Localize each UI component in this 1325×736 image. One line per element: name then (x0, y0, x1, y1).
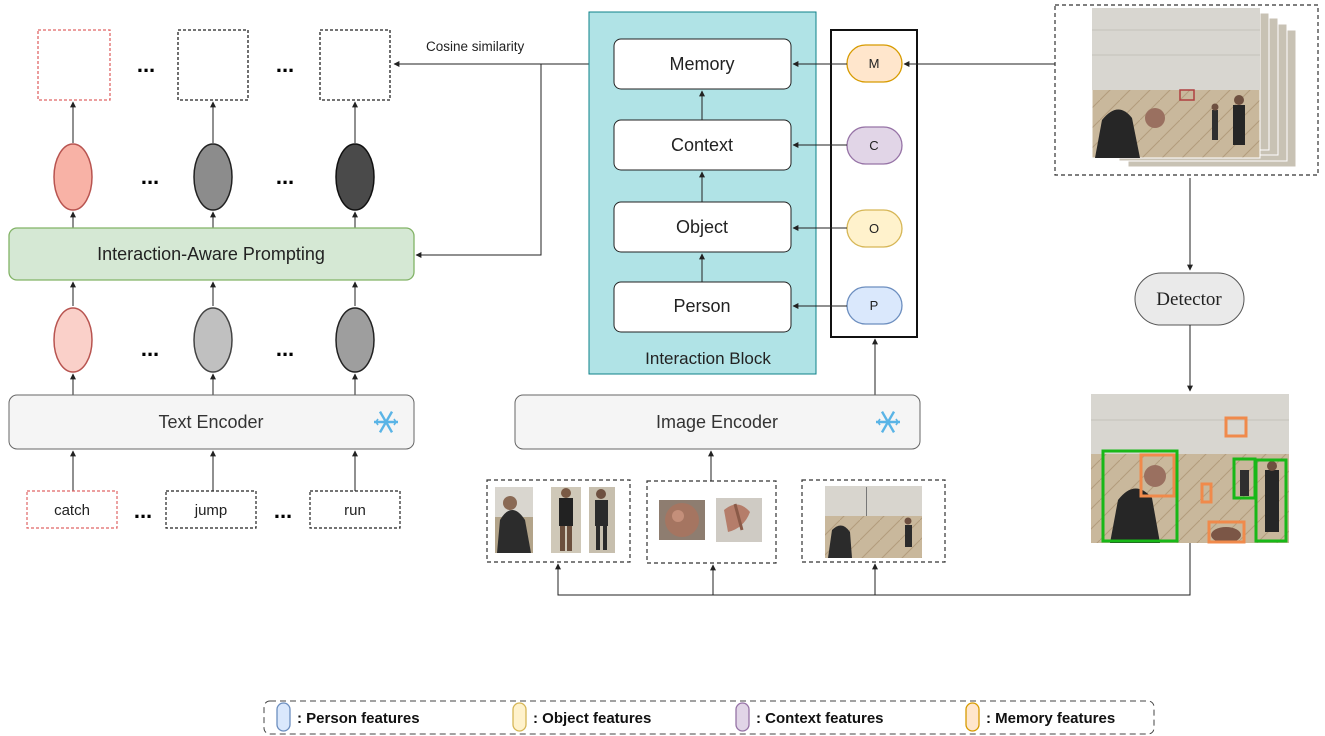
ellipsis-words-2: ... (274, 498, 292, 523)
context-layer-label: Context (671, 135, 733, 155)
cosine-similarity-label: Cosine similarity (426, 39, 525, 54)
legend-object-label: : Object features (533, 710, 651, 727)
object-layer-label: Object (676, 217, 728, 237)
prompted-embedding-jump (193, 143, 233, 211)
context-feature-label: C (869, 138, 878, 153)
ellipsis-low-2: ... (276, 336, 294, 361)
legend-object-swatch (512, 702, 527, 732)
memory-layer-label: Memory (669, 54, 734, 74)
prompted-embedding-catch (53, 143, 93, 211)
video-frames (1054, 4, 1319, 176)
memory-layer (613, 38, 792, 90)
ellipsis-mid-1: ... (141, 164, 159, 189)
interaction-block-title: Interaction Block (645, 349, 771, 368)
person-crops (486, 479, 631, 563)
legend-person-swatch (276, 702, 291, 732)
ellipsis-low-1: ... (141, 336, 159, 361)
ellipsis-words-1: ... (134, 498, 152, 523)
person-feature-label: P (870, 298, 879, 313)
word-catch: catch (54, 502, 90, 519)
interaction-aware-prompting-label: Interaction-Aware Prompting (97, 244, 325, 264)
word-box-catch (26, 490, 118, 529)
legend-person-label: : Person features (297, 710, 420, 727)
output-square-jump (177, 29, 249, 101)
feature-column (830, 29, 918, 338)
legend-context-swatch (735, 702, 750, 732)
text-encoder-label: Text Encoder (158, 412, 263, 432)
text-embedding-run (335, 307, 375, 373)
ellipsis-top-2: ... (276, 52, 294, 77)
interaction-aware-prompting-box (8, 227, 415, 281)
object-feature-label: O (869, 221, 879, 236)
detector-label: Detector (1156, 289, 1222, 310)
output-square-run (319, 29, 391, 101)
image-encoder-label: Image Encoder (656, 412, 778, 432)
legend-memory-swatch (965, 702, 980, 732)
memory-feature-label: M (869, 56, 880, 71)
text-embedding-jump (193, 307, 233, 373)
legend-box (263, 700, 1155, 735)
detection-output (1091, 394, 1289, 544)
legend-memory-label: : Memory features (986, 710, 1115, 727)
prompted-embedding-run (335, 143, 375, 211)
ellipsis-mid-2: ... (276, 164, 294, 189)
output-square-catch (37, 29, 111, 101)
ellipsis-top-1: ... (137, 52, 155, 77)
word-run: run (344, 502, 366, 519)
text-embedding-catch (53, 307, 93, 373)
context-crop (801, 479, 946, 563)
image-encoder-box (514, 394, 921, 450)
word-jump: jump (194, 502, 228, 519)
legend-context-label: : Context features (756, 710, 884, 727)
object-crops (646, 480, 777, 564)
word-box-jump (165, 490, 257, 529)
text-encoder-box (8, 394, 415, 450)
word-box-run (309, 490, 401, 529)
person-layer-label: Person (673, 296, 730, 316)
